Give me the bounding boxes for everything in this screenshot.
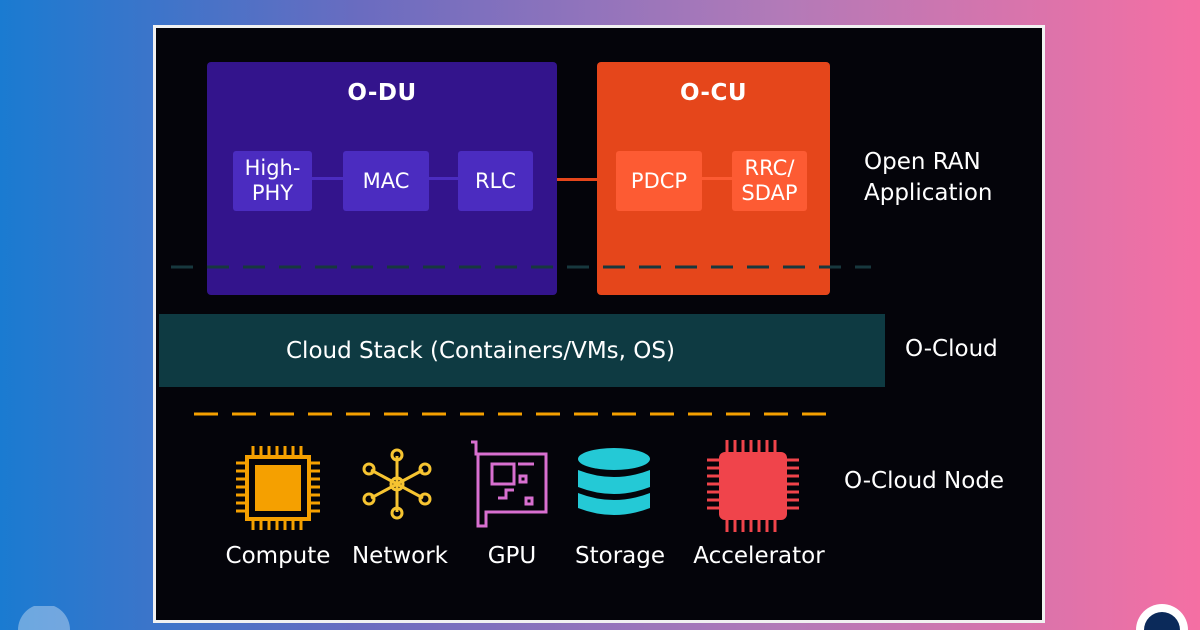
gpu-label: GPU (487, 543, 537, 569)
accelerator-label: Accelerator (693, 543, 825, 569)
pdcp-block: PDCP (616, 151, 702, 211)
cpu-chip-icon (236, 446, 320, 530)
cloud-stack-label: Cloud Stack (Containers/VMs, OS) (286, 337, 675, 364)
network-nodes-icon (362, 448, 432, 520)
o-cloud-label: O-Cloud (905, 336, 998, 362)
cloud-node-separator (194, 412, 834, 416)
odu-ocu-link (557, 178, 597, 181)
database-stack-icon (578, 448, 650, 515)
o-cloud-node-label: O-Cloud Node (844, 468, 1005, 494)
open-ran-application-label: Open RAN Application (864, 149, 993, 206)
application-separator (171, 265, 871, 269)
storage-label: Storage (575, 543, 665, 569)
high-phy-block: High- PHY (233, 151, 312, 211)
ocu-link-line (697, 177, 737, 180)
gpu-card-icon (471, 440, 548, 528)
accelerator-chip-icon (707, 440, 799, 532)
network-label: Network (351, 543, 449, 569)
odu-title: O-DU (347, 80, 417, 106)
mac-block: MAC (343, 151, 429, 211)
corner-logo-right (1136, 604, 1188, 630)
cloud-stack-bar: Cloud Stack (Containers/VMs, OS) (159, 314, 885, 387)
odu-box: O-DU High- PHY MAC RLC (207, 62, 557, 295)
diagram-frame: O-DU High- PHY MAC RLC O-CU PDCP RRC/ SD… (153, 25, 1045, 623)
corner-logo-left (18, 606, 70, 630)
ocu-title: O-CU (679, 80, 748, 106)
compute-label: Compute (225, 543, 331, 569)
rrc-sdap-block: RRC/ SDAP (732, 151, 807, 211)
ocu-box: O-CU PDCP RRC/ SDAP (597, 62, 830, 295)
rlc-block: RLC (458, 151, 533, 211)
